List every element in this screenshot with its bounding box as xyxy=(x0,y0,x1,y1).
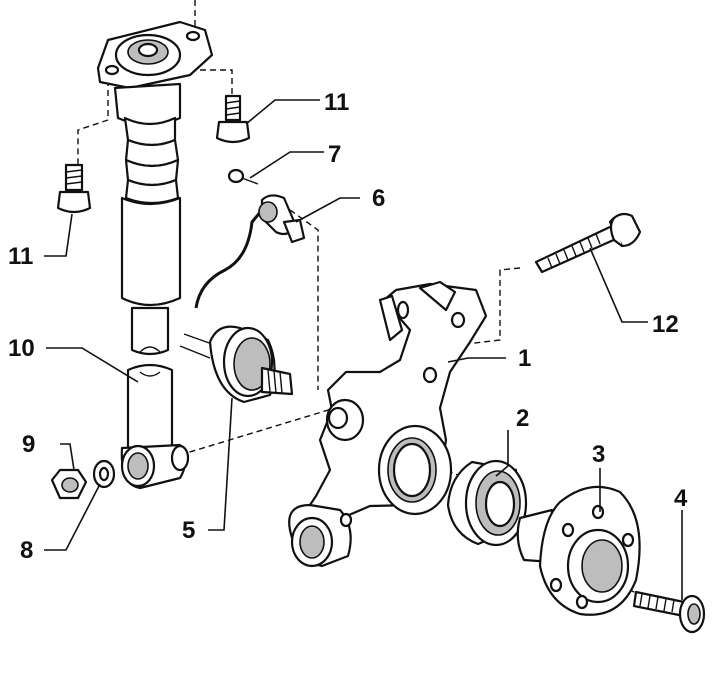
callout-3: 3 xyxy=(592,441,605,468)
callout-6: 6 xyxy=(372,185,385,212)
screw-7 xyxy=(227,168,259,185)
callout-12: 12 xyxy=(652,311,679,338)
callout-11-right: 11 xyxy=(324,89,349,116)
wheel-bearing-2 xyxy=(446,459,528,547)
callout-2: 2 xyxy=(516,405,529,432)
callout-7: 7 xyxy=(328,141,341,168)
callout-5: 5 xyxy=(182,517,195,544)
callout-1: 1 xyxy=(518,345,531,372)
callout-10: 10 xyxy=(8,335,35,362)
drive-shaft-joint-5 xyxy=(179,325,294,404)
shock-top-mount xyxy=(96,20,214,127)
bolt-12 xyxy=(534,212,642,274)
washer-8 xyxy=(92,459,116,489)
nut-9 xyxy=(50,468,88,500)
shock-absorber-body xyxy=(120,116,182,356)
bolt-11-left xyxy=(56,163,92,214)
wheel-hub-3 xyxy=(516,485,641,616)
abs-sensor-6 xyxy=(194,194,306,309)
callout-8: 8 xyxy=(20,537,33,564)
callout-9: 9 xyxy=(22,431,35,458)
hub-bolt-4 xyxy=(632,590,706,634)
wheel-carrier-1 xyxy=(288,280,488,568)
leader-lines xyxy=(44,99,683,600)
callout-4: 4 xyxy=(674,485,688,512)
callout-11-left: 11 xyxy=(8,243,33,270)
shock-lower-tube xyxy=(120,363,190,490)
bolt-11-right xyxy=(215,94,251,144)
